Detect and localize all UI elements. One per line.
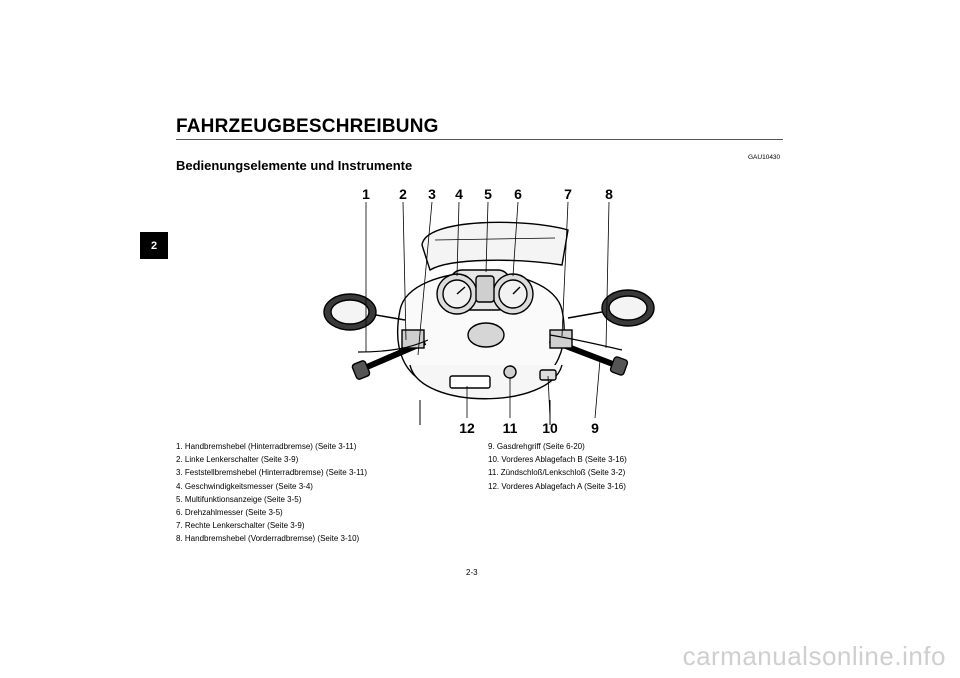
ignition-lock [503,365,517,379]
legend-right: 9. Gasdrehgriff (Seite 6-20) 10. Vordere… [488,440,627,493]
legend-item: 4. Geschwindigkeitsmesser (Seite 3-4) [176,481,313,491]
callout-11: 11 [502,420,518,436]
chapter-tab: 2 [140,232,168,259]
callout-5: 5 [484,186,492,202]
legend-item: 2. Linke Lenkerschalter (Seite 3-9) [176,455,299,465]
legend-item: 11. Zündschloß/Lenkschloß (Seite 3-2) [488,468,626,478]
title-rule [176,139,783,140]
callout-2: 2 [399,186,407,202]
callout-9: 9 [591,420,599,436]
document-code: GAU10430 [748,154,781,161]
page-number: 2-3 [466,568,478,577]
callout-4: 4 [455,186,463,202]
legend-item: 6. Drehzahlmesser (Seite 3-5) [176,508,283,518]
legend-item: 1. Handbremshebel (Hinterradbremse) (Sei… [176,442,357,451]
legend-item: 7. Rechte Lenkerschalter (Seite 3-9) [176,521,305,531]
callout-12: 12 [459,420,475,436]
callout-10: 10 [542,420,558,436]
section-title: Bedienungselemente und Instrumente [176,158,413,173]
legend-item: 12. Vorderes Ablagefach A (Seite 3-16) [488,481,626,491]
callout-7: 7 [564,186,572,202]
legend-item: 5. Multifunktionsanzeige (Seite 3-5) [176,494,302,504]
watermark: carmanualsonline.info [682,641,946,671]
storage-a [449,375,491,389]
cockpit-illustration [323,201,655,425]
legend-item: 10. Vorderes Ablagefach B (Seite 3-16) [488,455,627,465]
callout-1: 1 [362,186,370,202]
callout-3: 3 [428,186,436,202]
center-emblem [467,322,505,348]
legend-item: 3. Feststellbremshebel (Hinterradbremse)… [176,468,368,478]
callout-6: 6 [514,186,522,202]
legend-item: 8. Handbremshebel (Vorderradbremse) (Sei… [176,534,360,544]
legend-item: 9. Gasdrehgriff (Seite 6-20) [488,442,585,451]
windscreen [421,221,569,272]
legend-left: 1. Handbremshebel (Hinterradbremse) (Sei… [176,440,367,546]
page-title: FAHRZEUGBESCHREIBUNG [176,116,439,137]
callout-8: 8 [605,186,613,202]
